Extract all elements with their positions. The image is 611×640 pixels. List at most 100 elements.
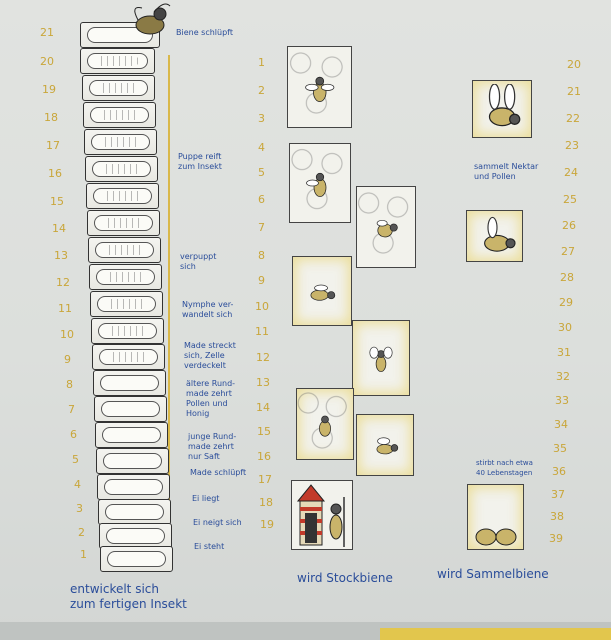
day-number: 21: [567, 85, 581, 98]
brood-cell: [82, 75, 155, 101]
worker-panel-storing: [352, 320, 410, 396]
brood-cell: [88, 237, 161, 263]
day-number: 13: [54, 249, 68, 262]
worker-panel-cleaning: [287, 46, 352, 128]
day-number: 8: [258, 249, 265, 262]
brood-cell: [98, 499, 171, 525]
day-number: 12: [56, 276, 70, 289]
brood-cell: [86, 183, 159, 209]
day-number: 7: [258, 221, 265, 234]
brood-cell: [90, 291, 163, 317]
day-number: 13: [256, 376, 270, 389]
day-number: 2: [78, 526, 85, 539]
day-number: 18: [44, 111, 58, 124]
day-number: 16: [257, 450, 271, 463]
day-number: 8: [66, 378, 73, 391]
day-number: 3: [76, 502, 83, 515]
brood-cell: [80, 48, 155, 74]
forager-label-death: stirbt nach etwa 40 Lebenstagen: [476, 459, 533, 477]
worker-panel-building: [292, 256, 352, 326]
day-number: 14: [52, 222, 66, 235]
stage-label-ei-neigt-sich: Ei neigt sich: [193, 518, 242, 527]
stage-label-ei-steht: Ei steht: [194, 542, 225, 551]
day-number: 17: [258, 473, 272, 486]
day-number: 20: [40, 55, 54, 68]
day-number: 28: [560, 271, 574, 284]
day-number: 23: [565, 139, 579, 152]
day-number: 33: [555, 394, 569, 407]
day-number: 32: [556, 370, 570, 383]
day-number: 12: [256, 351, 270, 364]
day-number: 7: [68, 403, 75, 416]
day-number: 34: [554, 418, 568, 431]
brood-cell: [84, 129, 157, 155]
day-number: 14: [256, 401, 270, 414]
day-number: 29: [559, 296, 573, 309]
day-number: 4: [258, 141, 265, 154]
day-number: 16: [48, 167, 62, 180]
brood-cell: [87, 210, 160, 236]
day-number: 27: [561, 245, 575, 258]
worker-panel-guard: [291, 480, 353, 550]
brood-cell: [100, 546, 173, 572]
day-number: 5: [72, 453, 79, 466]
brood-cell: [80, 22, 160, 48]
day-number: 25: [563, 193, 577, 206]
day-number: 15: [257, 425, 271, 438]
day-number: 5: [258, 166, 265, 179]
brood-cell: [89, 264, 162, 290]
guard-bee-icon: [329, 497, 345, 547]
brood-cell: [94, 396, 167, 422]
day-number: 11: [255, 325, 269, 338]
day-number: 9: [64, 353, 71, 366]
day-number: 37: [551, 488, 565, 501]
footer-develops-label: entwickelt sich zum fertigen Insekt: [70, 582, 187, 611]
brood-cell: [93, 370, 166, 396]
day-number: 1: [258, 56, 265, 69]
day-number: 38: [550, 510, 564, 523]
brood-cell: [95, 422, 168, 448]
day-number: 35: [553, 442, 567, 455]
day-number: 19: [260, 518, 274, 531]
stage-label-ei-liegt: Ei liegt: [192, 494, 220, 503]
stage-label-verpuppt: verpuppt sich: [180, 252, 217, 271]
day-number: 39: [549, 532, 563, 545]
forager-panel-flying-out: [472, 80, 532, 138]
brood-cell: [83, 102, 156, 128]
stage-label-aeltere-rundmade: ältere Rund- made zehrt Pollen und Honig: [186, 379, 236, 418]
day-number: 1: [80, 548, 87, 561]
brood-cell: [97, 474, 170, 500]
day-number: 26: [562, 219, 576, 232]
forager-panel-collecting: [466, 210, 523, 262]
day-number: 4: [74, 478, 81, 491]
day-number: 21: [40, 26, 54, 39]
worker-panel-feeding-larva: [356, 186, 416, 268]
day-number: 3: [258, 112, 265, 125]
worker-panel-fanning: [356, 414, 414, 476]
emerging-bee-illustration: [134, 3, 171, 35]
stage-label-made-schluepft: Made schlüpft: [190, 468, 247, 477]
day-number: 11: [58, 302, 72, 315]
timeline-line: [168, 55, 170, 555]
day-number: 9: [258, 274, 265, 287]
day-number: 24: [564, 166, 578, 179]
stage-label-biene-schluepft: Biene schlüpft: [176, 28, 233, 37]
day-number: 17: [46, 139, 60, 152]
forager-label-nectar: sammelt Nektar und Pollen: [474, 162, 539, 181]
worker-panel-nursing: [289, 143, 351, 223]
day-number: 31: [557, 346, 571, 359]
day-number: 20: [567, 58, 581, 71]
day-number: 19: [42, 83, 56, 96]
brood-cell: [96, 448, 169, 474]
brood-cell: [85, 156, 158, 182]
forager-panel-dead-bee: [467, 484, 524, 550]
brood-cell: [91, 318, 164, 344]
day-number: 22: [566, 112, 580, 125]
day-number: 15: [50, 195, 64, 208]
guard-house-icon: [296, 484, 326, 546]
day-number: 6: [258, 193, 265, 206]
brood-cell: [92, 344, 165, 370]
stage-label-made-streckt: Made streckt sich, Zelle verdeckelt: [184, 341, 236, 370]
day-number: 10: [60, 328, 74, 341]
